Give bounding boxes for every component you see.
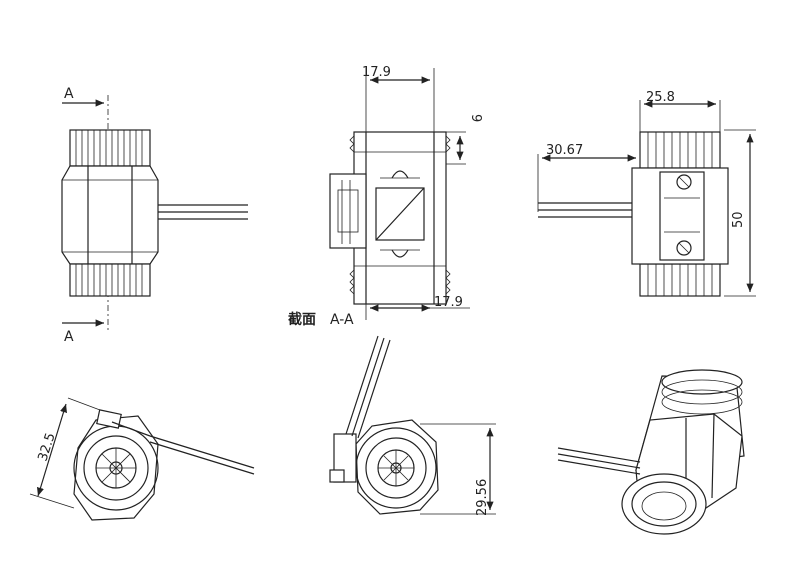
dim-side-wire: 30.67 — [546, 143, 583, 158]
section-title-code: A-A — [330, 312, 354, 328]
dim-side-height: 50 — [731, 211, 746, 228]
dim-iso-middle: 29.56 — [475, 479, 490, 516]
section-marker-top: A — [64, 86, 74, 102]
front-view: A A — [61, 86, 248, 345]
side-thread-lines — [647, 132, 713, 296]
section-view: 17.9 9 17.9 截面 A-A — [288, 65, 483, 328]
iso-view-middle: 29.56 — [329, 335, 496, 516]
dim-section-nut: 9 — [468, 114, 483, 122]
bottom-thread-lines — [75, 264, 143, 296]
section-title-cn: 截面 — [288, 311, 316, 328]
dim-side-width: 25.8 — [646, 90, 675, 105]
top-thread-lines — [75, 130, 143, 166]
iso-view-right — [557, 369, 745, 535]
section-marker-bottom: A — [64, 329, 74, 345]
dim-iso-left: 32.5 — [36, 431, 59, 463]
dim-section-top: 17.9 — [362, 65, 391, 80]
iso-view-left: 32.5 — [29, 397, 255, 521]
dim-section-bottom: 17.9 — [434, 295, 463, 310]
side-view: 25.8 30.67 50 — [537, 90, 756, 297]
